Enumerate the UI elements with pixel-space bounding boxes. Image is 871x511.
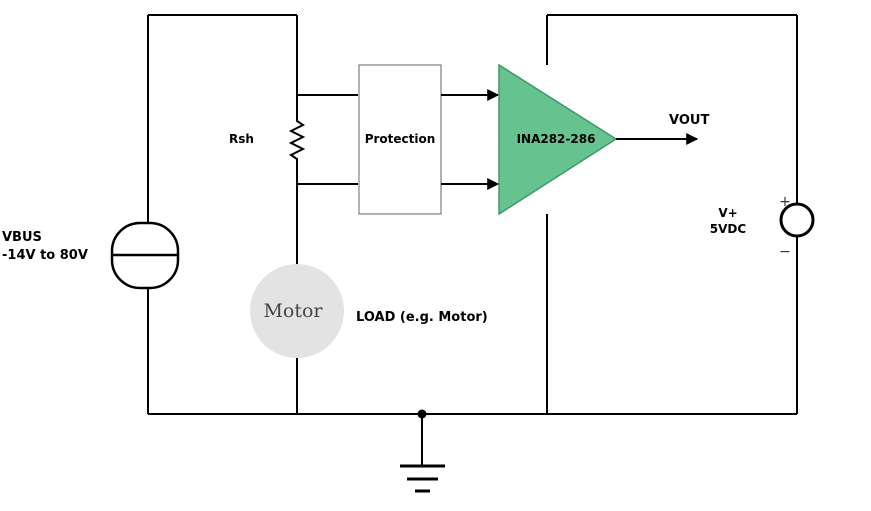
vplus-source [779,176,815,266]
protection-label: Protection [365,132,436,146]
rsh-label: Rsh [229,132,254,146]
shunt-resistor [288,95,306,184]
vplus-value-label: 5VDC [710,222,747,236]
vout-label: VOUT [669,113,709,128]
left-loop-wires [147,14,797,415]
plus-sign: + [779,194,791,210]
vbus-source [110,221,180,290]
ground-symbol [400,409,445,493]
amplifier-triangle [498,63,618,216]
minus-sign: − [779,244,791,260]
vplus-label: V+ [718,206,737,220]
protection-block [358,64,442,215]
load-label: LOAD (e.g. Motor) [356,310,488,325]
vbus-label: VBUS [2,230,42,245]
right-loop-wires [546,14,798,414]
vbus-range-label: -14V to 80V [2,248,88,263]
motor-circle [250,264,344,358]
amplifier-label: INA282-286 [517,132,596,146]
motor-label: Motor [263,300,323,322]
